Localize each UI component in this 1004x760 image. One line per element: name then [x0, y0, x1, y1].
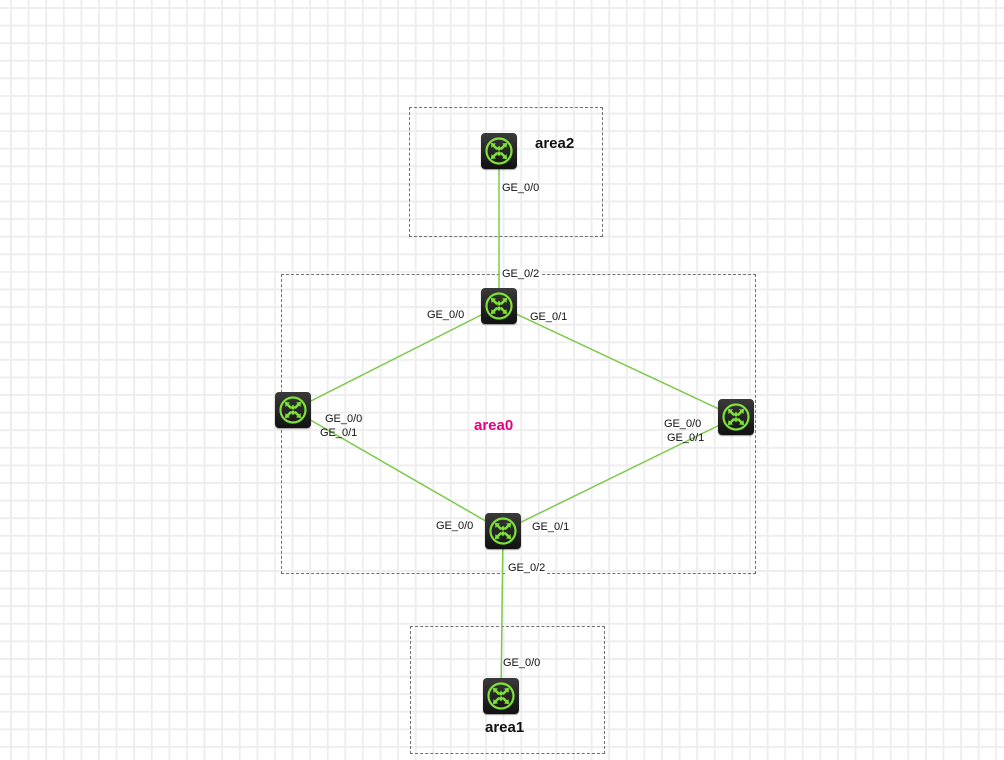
router-icon — [489, 517, 517, 545]
port-label-left-ge01: GE_0/1 — [320, 427, 358, 439]
port-label-top-ge01: GE_0/1 — [530, 311, 568, 323]
area2-box[interactable] — [409, 107, 603, 237]
port-label-right-ge01: GE_0/1 — [667, 432, 705, 444]
router-top[interactable] — [481, 288, 517, 324]
port-label-area1-ge00: GE_0/0 — [503, 657, 541, 669]
router-icon — [279, 396, 307, 424]
port-label-bottom-ge00: GE_0/0 — [436, 520, 474, 532]
router-area2[interactable] — [481, 133, 517, 169]
router-right[interactable] — [718, 399, 754, 435]
port-label-area2-ge00: GE_0/0 — [502, 182, 540, 194]
area2-label: area2 — [535, 135, 575, 152]
link-top-right[interactable] — [498, 305, 737, 418]
link-bottom-area1[interactable] — [500, 530, 504, 697]
router-left[interactable] — [275, 392, 311, 428]
port-label-bottom-ge01: GE_0/1 — [532, 521, 570, 533]
router-icon — [722, 403, 750, 431]
router-icon — [487, 682, 515, 710]
router-area1[interactable] — [483, 678, 519, 714]
port-label-bottom-ge02: GE_0/2 — [507, 562, 547, 574]
area0-label: area0 — [474, 417, 514, 434]
area1-label: area1 — [485, 719, 525, 736]
link-top-left[interactable] — [292, 305, 500, 411]
port-label-right-ge00: GE_0/0 — [664, 418, 702, 430]
area1-box[interactable] — [410, 626, 605, 754]
port-label-top-ge00: GE_0/0 — [427, 309, 465, 321]
port-label-left-ge00: GE_0/0 — [325, 413, 363, 425]
router-icon — [485, 137, 513, 165]
link-right-bottom[interactable] — [502, 416, 737, 532]
link-left-bottom[interactable] — [292, 409, 504, 532]
router-icon — [485, 292, 513, 320]
router-bottom[interactable] — [485, 513, 521, 549]
port-label-top-ge02: GE_0/2 — [501, 268, 541, 280]
